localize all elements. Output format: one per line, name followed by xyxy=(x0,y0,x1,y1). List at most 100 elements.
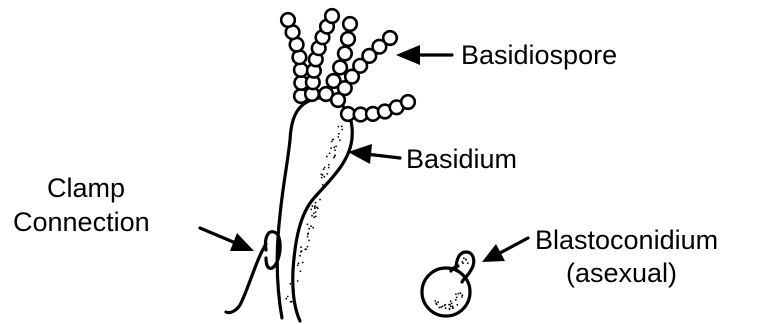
stipple-dot xyxy=(334,155,336,157)
blastoconidium-drawing xyxy=(422,252,474,316)
stipple-dot xyxy=(445,307,447,309)
stipple-dot xyxy=(293,290,295,292)
stipple-dot xyxy=(338,126,340,128)
stipple-dot xyxy=(461,296,463,298)
arrow-clamp xyxy=(200,228,254,251)
stipple-dot xyxy=(467,262,469,264)
stipple-dot xyxy=(450,306,452,308)
stipple-dot xyxy=(324,167,326,169)
stipple-dot xyxy=(458,293,460,295)
stipple-dot xyxy=(437,301,439,303)
stipple-dot xyxy=(287,296,289,298)
basidiospore-cell xyxy=(333,61,347,75)
stipple-dot xyxy=(312,205,314,207)
stipple-dot xyxy=(313,213,315,215)
stipple-dot xyxy=(319,199,321,201)
basidiospore-cell xyxy=(401,95,415,109)
stipple-dot xyxy=(307,224,309,226)
label-basidium: Basidium xyxy=(406,144,517,174)
stipple-dot xyxy=(328,164,330,166)
stipple-dot xyxy=(315,216,317,218)
stipple-dot xyxy=(326,173,328,175)
stipple-dot xyxy=(307,246,309,248)
basidiospore-cell xyxy=(281,13,295,27)
stipple-dot xyxy=(308,228,310,230)
stipple-dot xyxy=(461,261,463,263)
stipple-dot xyxy=(299,255,301,257)
stipple-dot xyxy=(333,146,335,148)
stipple-dot xyxy=(456,304,458,306)
stipple-dot xyxy=(455,293,457,295)
stipple-dot xyxy=(289,283,291,285)
basidium-drawing xyxy=(277,98,352,321)
stipple-dot xyxy=(314,208,316,210)
stipple-dot xyxy=(434,300,436,302)
stipple-dot xyxy=(307,233,309,235)
stipple-dot xyxy=(334,149,336,151)
basidiospore-cell xyxy=(383,31,397,45)
stipple-dot xyxy=(456,297,458,299)
stipple-dot xyxy=(329,153,331,155)
stipple-dot xyxy=(438,307,440,309)
stipple-dot xyxy=(304,248,306,250)
stipple-dot xyxy=(452,307,454,309)
stipple-dot xyxy=(337,136,339,138)
stipple-dot xyxy=(444,304,446,306)
stipple-dot xyxy=(440,306,442,308)
stipple-dot xyxy=(297,280,299,282)
stipple-dot xyxy=(317,207,319,209)
stipple-dot xyxy=(436,303,438,305)
stipple-dot xyxy=(302,262,304,264)
stipple-dot xyxy=(298,262,300,264)
arrow-blastoconidium xyxy=(482,238,528,262)
arrow-basidium xyxy=(348,144,400,164)
stipple-dot xyxy=(332,139,334,141)
stipple-dot xyxy=(310,209,312,211)
stipple-dot xyxy=(449,308,451,310)
basidiospore-cell xyxy=(341,32,355,46)
stipple-dot xyxy=(450,300,452,302)
stipple-dot xyxy=(313,216,315,218)
stipple-dot xyxy=(455,299,457,301)
stipple-dot xyxy=(310,225,312,227)
stipple-dot xyxy=(460,292,462,294)
stipple-dot xyxy=(308,240,310,242)
stipple-dot xyxy=(315,211,317,213)
basidiospore-cell xyxy=(343,17,357,31)
stipple-dot xyxy=(315,202,317,204)
stipple-dot xyxy=(285,298,287,300)
label-blastoconidium-line2: (asexual) xyxy=(566,258,677,288)
stipple-dot xyxy=(311,215,313,217)
stipple-dot xyxy=(452,305,454,307)
stipple-dot xyxy=(320,173,322,175)
stipple-dot xyxy=(331,141,333,143)
stipple-dot xyxy=(320,189,322,191)
stipple-dot xyxy=(290,301,292,303)
label-basidiospore: Basidiospore xyxy=(461,40,617,70)
stipple-dot xyxy=(451,302,453,304)
stipple-dot xyxy=(321,177,323,179)
stipple-dot xyxy=(312,227,314,229)
stipple-dot xyxy=(341,129,343,131)
basidiospore-cell xyxy=(325,9,339,23)
stipple-dot xyxy=(323,176,325,178)
stipple-dot xyxy=(330,147,332,149)
stipple-dot xyxy=(449,304,451,306)
stipple-dot xyxy=(323,168,325,170)
stipple-dot xyxy=(341,125,343,127)
stipple-dot xyxy=(307,236,309,238)
stipple-dot xyxy=(338,133,340,135)
label-blastoconidium-line1: Blastoconidium xyxy=(535,225,718,255)
stipple-dot xyxy=(339,139,341,141)
stipple-dot xyxy=(461,294,463,296)
stipple-dot xyxy=(300,270,302,272)
arrow-basidiospore xyxy=(396,45,452,65)
stipple-dot xyxy=(335,146,337,148)
stipple-dot xyxy=(300,246,302,248)
blastoconidium-stippling xyxy=(434,257,468,310)
label-clamp-line1: Clamp xyxy=(47,173,125,203)
stipple-dot xyxy=(297,265,299,267)
stipple-dot xyxy=(322,184,324,186)
stipple-dot xyxy=(314,205,316,207)
